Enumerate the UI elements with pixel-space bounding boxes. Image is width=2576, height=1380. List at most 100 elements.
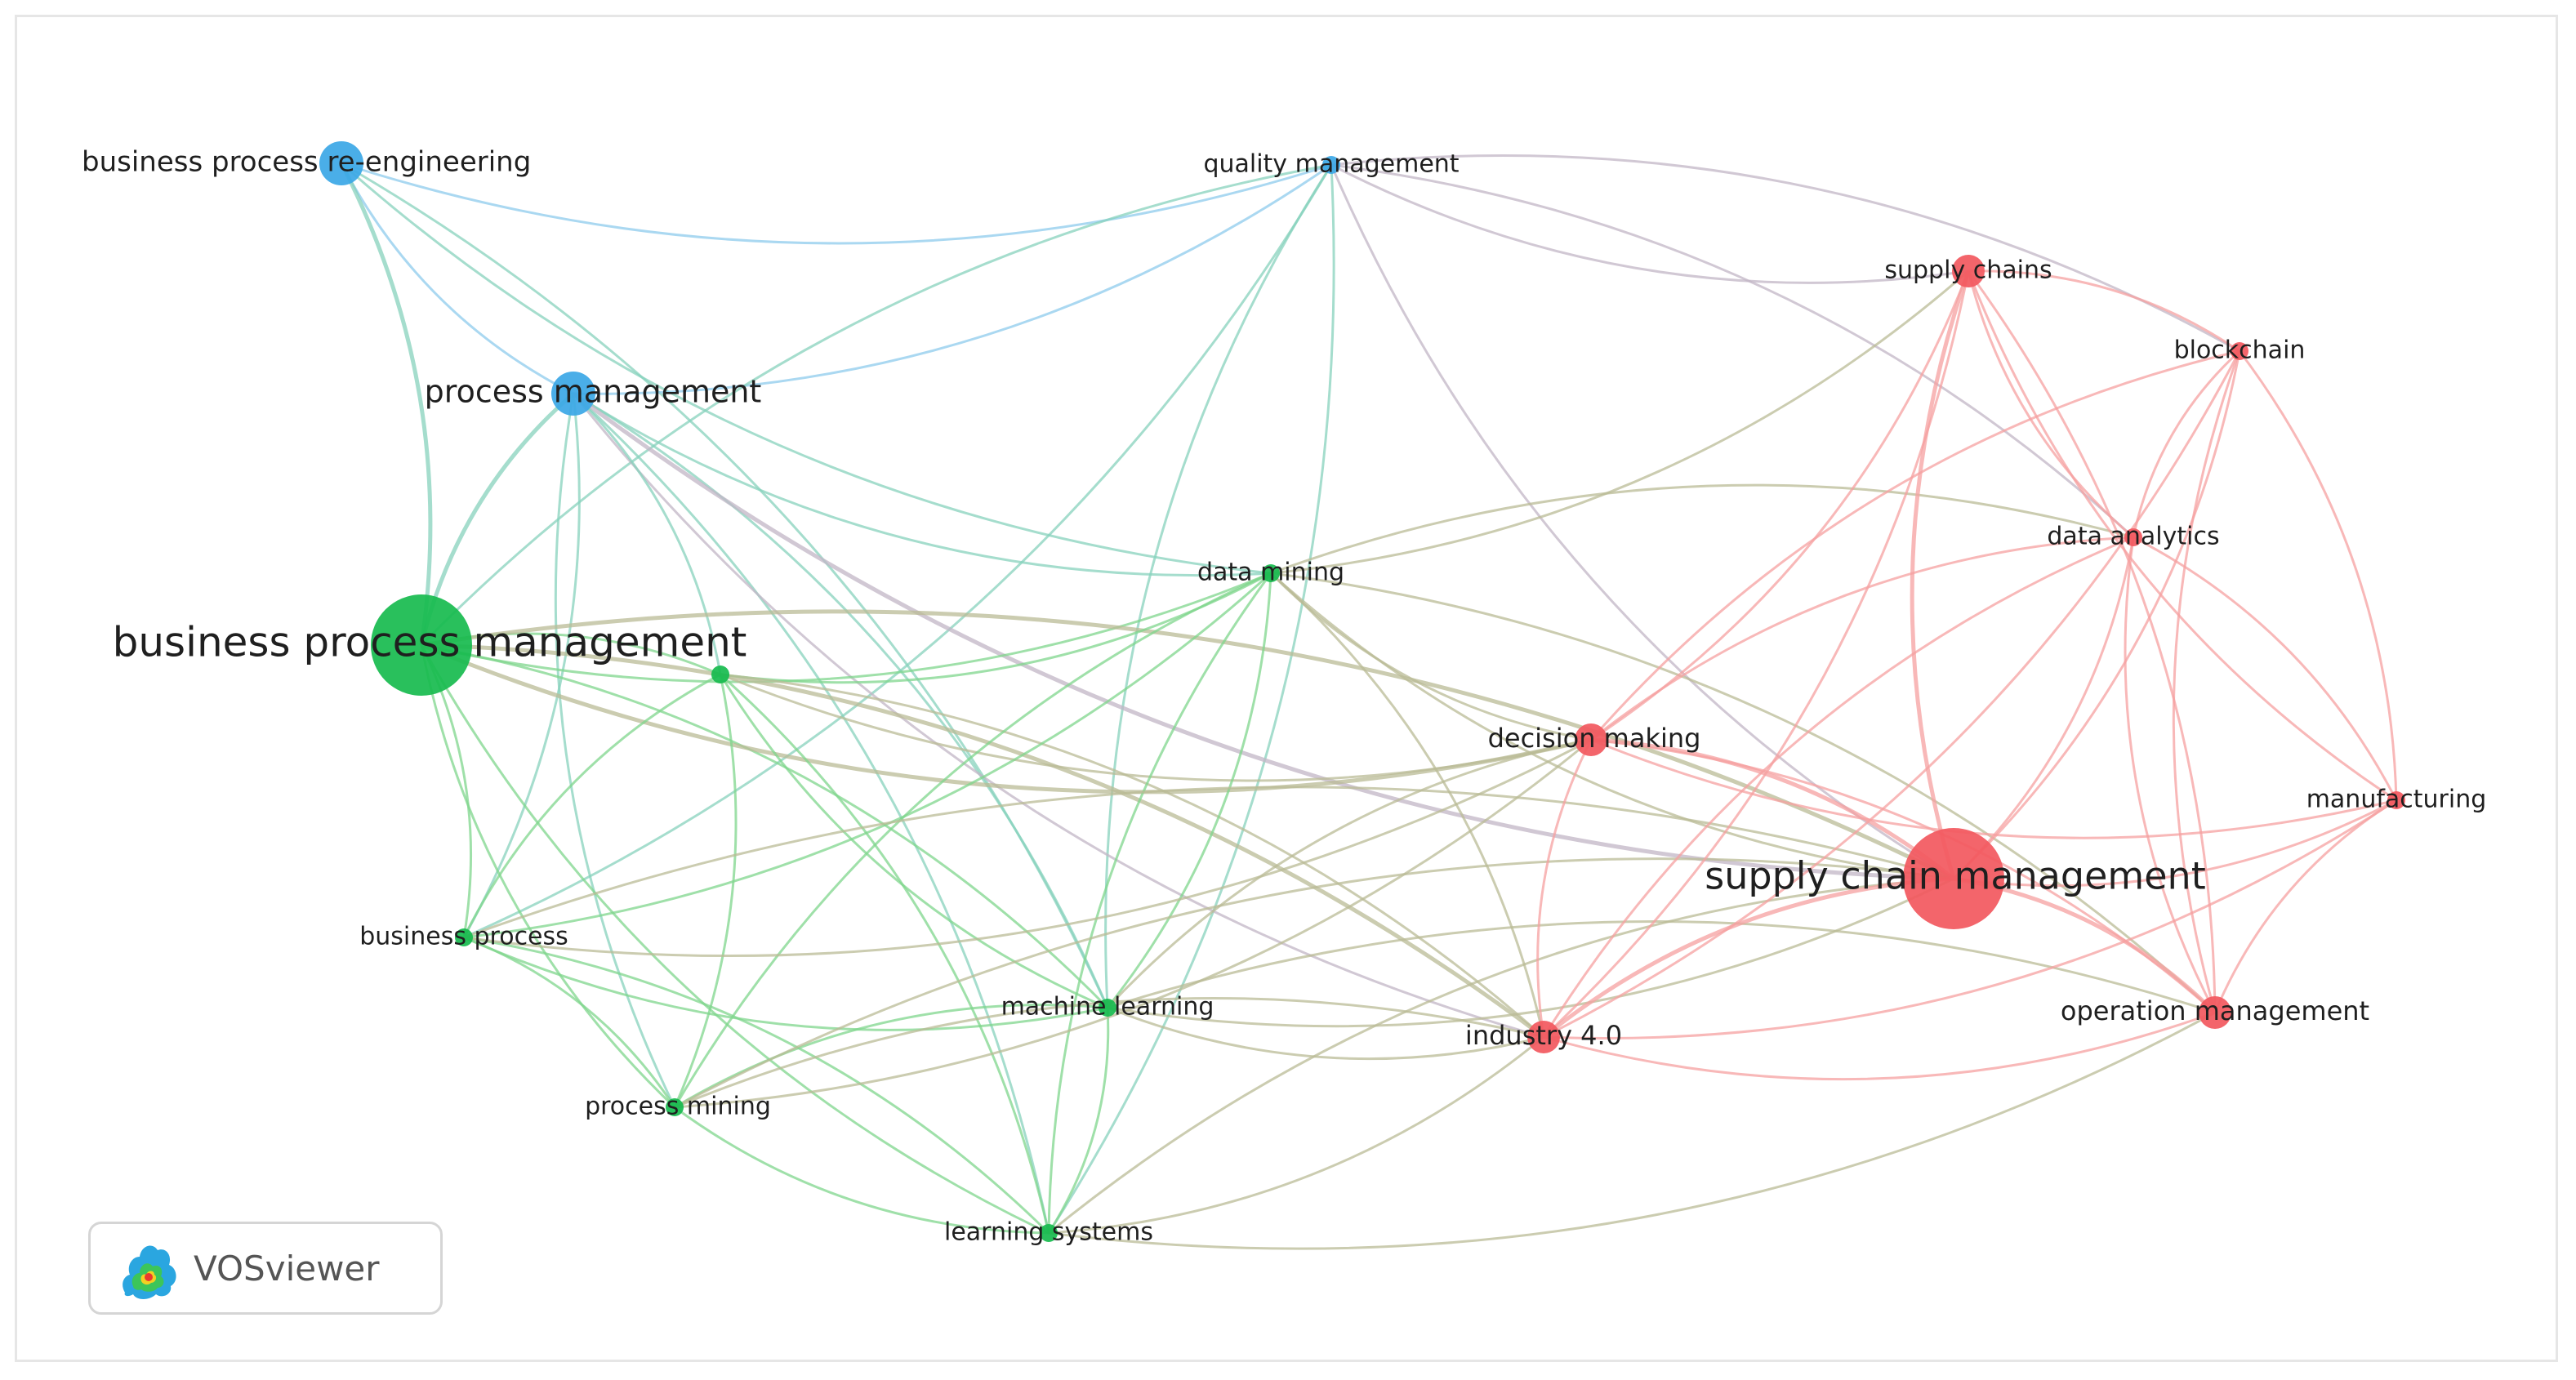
edge-bp-pmin bbox=[463, 936, 676, 1108]
label-scm[interactable]: supply chain management bbox=[1705, 854, 2205, 898]
edge-mf-scm bbox=[1953, 799, 2397, 888]
edge-dmk-scm bbox=[1590, 737, 1955, 880]
node-dm[interactable] bbox=[1262, 564, 1280, 582]
edge-pm-pmin bbox=[554, 393, 676, 1108]
edge-qm-bpm bbox=[420, 163, 1332, 647]
label-layer: business process re-engineering quality m… bbox=[82, 146, 2486, 1247]
edge-bpr-bpm bbox=[339, 162, 433, 646]
edge-pm-i40 bbox=[572, 393, 1544, 1039]
edge-mf-om bbox=[2213, 799, 2397, 1013]
label-pmin[interactable]: process mining bbox=[585, 1093, 771, 1121]
node-i40[interactable] bbox=[1527, 1021, 1560, 1053]
edge-da-dmk bbox=[1590, 536, 2134, 741]
edge-dm-da bbox=[1270, 483, 2134, 575]
label-sc[interactable]: supply chains bbox=[1884, 256, 2052, 285]
edge-qm-ls bbox=[1047, 164, 1335, 1234]
label-dmk[interactable]: decision making bbox=[1488, 723, 1701, 754]
label-qm[interactable]: quality management bbox=[1203, 150, 1459, 179]
edge-pm-dm bbox=[573, 392, 1272, 577]
edge-bc-da bbox=[2132, 349, 2241, 538]
edge-ls-scm bbox=[1048, 877, 1954, 1235]
edge-bp-ml bbox=[463, 936, 1108, 1031]
node-scm[interactable] bbox=[1903, 828, 2004, 929]
edge-sc-da bbox=[1967, 270, 2134, 539]
edge-qm-sc bbox=[1330, 163, 1969, 284]
label-mf[interactable]: manufacturing bbox=[2306, 786, 2487, 814]
node-om[interactable] bbox=[2199, 996, 2231, 1029]
node-pm[interactable] bbox=[551, 372, 595, 416]
node-bpr[interactable] bbox=[319, 141, 363, 185]
edge-bpm-i40 bbox=[421, 643, 1545, 1039]
edge-mf-i40 bbox=[1543, 799, 2397, 1039]
label-bp[interactable]: business process bbox=[359, 923, 568, 951]
label-pm[interactable]: process management bbox=[425, 374, 762, 410]
edge-bc-scm bbox=[1952, 350, 2241, 880]
edge-sc-om bbox=[1967, 270, 2217, 1013]
edge-bc-i40 bbox=[1543, 350, 2241, 1039]
node-bc[interactable] bbox=[2231, 342, 2248, 360]
edge-pm-unl bbox=[572, 392, 722, 675]
node-da[interactable] bbox=[2124, 528, 2142, 546]
edge-unl-ml bbox=[719, 674, 1108, 1009]
edge-ml-i40 bbox=[1107, 1006, 1544, 1061]
node-sc[interactable] bbox=[1952, 255, 1985, 287]
edge-bpr-dm bbox=[341, 162, 1272, 575]
edge-dm-bp bbox=[463, 572, 1272, 939]
edge-ml-dmk bbox=[1106, 738, 1592, 1009]
edge-pmin-ls bbox=[674, 1106, 1050, 1235]
vosviewer-logo-text: VOSviewer bbox=[194, 1248, 380, 1289]
edge-bc-om bbox=[2172, 350, 2241, 1013]
edge-bpm-dm bbox=[421, 572, 1272, 683]
label-bpm[interactable]: business process management bbox=[113, 619, 747, 666]
edge-qm-da bbox=[1330, 163, 2135, 539]
edge-dm-pmin bbox=[673, 572, 1272, 1108]
edge-pm-ml bbox=[573, 392, 1109, 1008]
label-da[interactable]: data analytics bbox=[2047, 523, 2219, 551]
label-ml[interactable]: machine learning bbox=[1001, 993, 1214, 1022]
edge-ls-i40 bbox=[1048, 1035, 1544, 1235]
edge-bp-scm bbox=[463, 786, 1954, 939]
edge-bpm-scm bbox=[421, 609, 1955, 881]
edge-unl-ls bbox=[719, 673, 1050, 1234]
label-dm[interactable]: data mining bbox=[1197, 559, 1344, 587]
edge-sc-dmk bbox=[1590, 270, 1970, 741]
node-qm[interactable] bbox=[1322, 156, 1340, 174]
label-om[interactable]: operation management bbox=[2061, 995, 2369, 1026]
edge-qm-bp bbox=[463, 164, 1333, 939]
node-mf[interactable] bbox=[2387, 791, 2405, 809]
edge-pm-scm bbox=[572, 392, 1954, 881]
edge-unl-pmin bbox=[673, 674, 738, 1108]
edge-bp-ls bbox=[463, 936, 1050, 1235]
node-ls[interactable] bbox=[1040, 1224, 1058, 1242]
edge-bpm-pmin bbox=[420, 644, 676, 1109]
edge-ls-om bbox=[1048, 1011, 2216, 1250]
node-dmk[interactable] bbox=[1575, 723, 1607, 756]
edge-dm-ml bbox=[1106, 572, 1272, 1008]
edge-da-scm bbox=[1952, 536, 2135, 880]
edge-dm-om bbox=[1270, 572, 2217, 1014]
node-layer bbox=[319, 141, 2405, 1242]
edge-pm-bp bbox=[462, 393, 581, 938]
edge-pmin-scm bbox=[674, 857, 1954, 1109]
edge-sc-bc bbox=[1968, 269, 2240, 353]
node-ml[interactable] bbox=[1099, 999, 1116, 1017]
label-bpr[interactable]: business process re-engineering bbox=[82, 146, 531, 179]
label-i40[interactable]: industry 4.0 bbox=[1465, 1020, 1622, 1051]
label-bc[interactable]: blockchain bbox=[2174, 336, 2306, 365]
edge-bpm-ml bbox=[421, 643, 1109, 1009]
edge-qm-bc bbox=[1330, 154, 2240, 353]
edge-bpm-dmk bbox=[421, 643, 1592, 795]
node-bpm[interactable] bbox=[371, 594, 472, 696]
edge-sc-scm bbox=[1910, 270, 1971, 879]
edge-qm-pm bbox=[573, 163, 1332, 395]
label-ls[interactable]: learning systems bbox=[944, 1218, 1153, 1247]
vosviewer-logo-badge: VOSviewer bbox=[88, 1222, 443, 1315]
node-bp[interactable] bbox=[455, 928, 473, 946]
edge-dm-sc bbox=[1270, 269, 1969, 575]
node-unl[interactable] bbox=[711, 666, 729, 683]
edge-i40-om bbox=[1543, 1011, 2216, 1081]
node-pmin[interactable] bbox=[666, 1098, 684, 1116]
edge-da-i40 bbox=[1542, 536, 2134, 1038]
edge-sc-mf bbox=[1967, 270, 2397, 802]
